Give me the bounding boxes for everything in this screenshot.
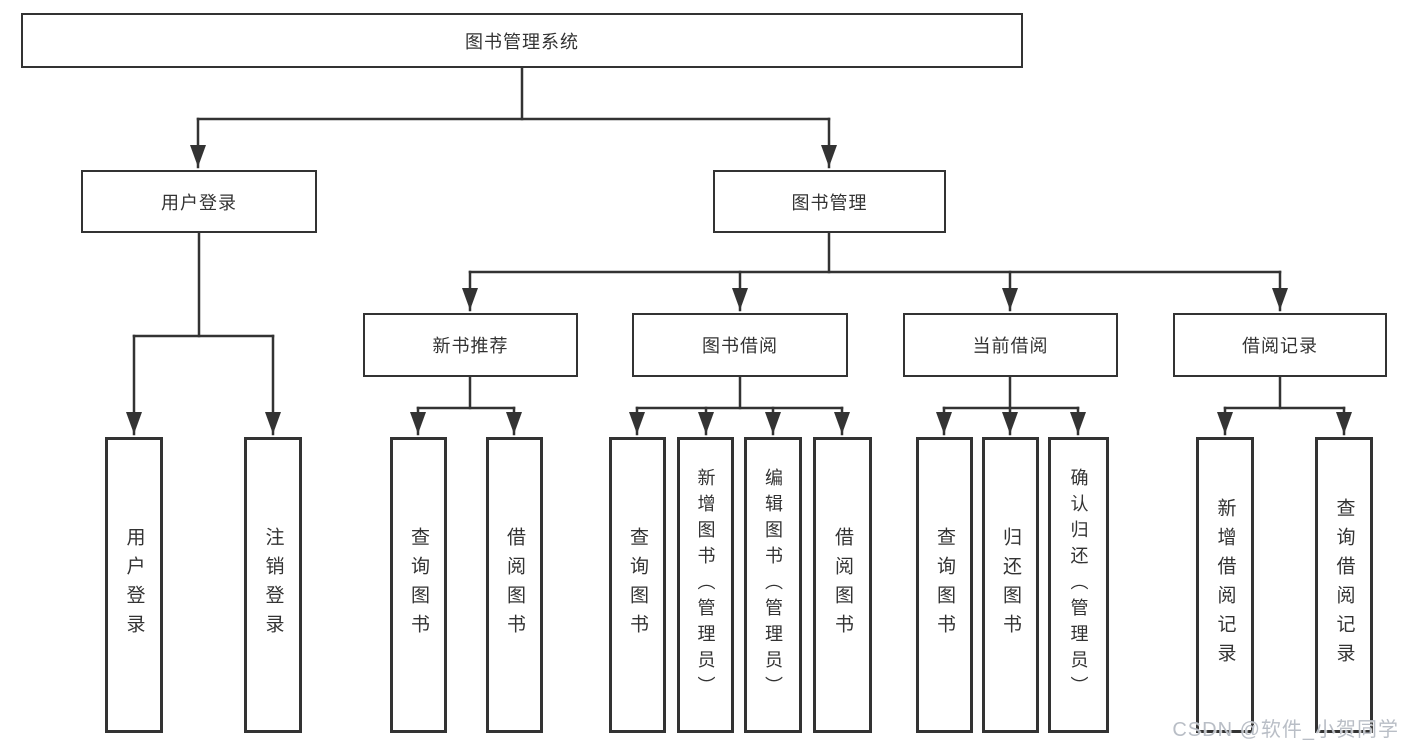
leaf-borrow-books-2: 借阅图书 xyxy=(813,437,872,733)
node-current-borrow-label: 当前借阅 xyxy=(972,336,1049,356)
leaf-add-book-admin-label: 新增图书（管理员） xyxy=(695,468,716,702)
node-new-book-recommend: 新书推荐 xyxy=(363,313,578,377)
leaf-return-books-label: 归还图书 xyxy=(1000,527,1021,643)
leaf-confirm-return-admin: 确认归还（管理员） xyxy=(1048,437,1109,733)
leaf-query-books-3: 查询图书 xyxy=(916,437,973,733)
node-book-borrow-label: 图书借阅 xyxy=(702,336,778,356)
node-user-login: 用户登录 xyxy=(81,170,317,233)
node-book-borrow: 图书借阅 xyxy=(632,313,848,377)
leaf-logout: 注销登录 xyxy=(244,437,302,733)
leaf-edit-book-admin: 编辑图书（管理员） xyxy=(744,437,802,733)
node-current-borrow: 当前借阅 xyxy=(903,313,1118,377)
node-root-system: 图书管理系统 xyxy=(21,13,1023,68)
node-book-management: 图书管理 xyxy=(713,170,946,233)
leaf-confirm-return-admin-label: 确认归还（管理员） xyxy=(1068,468,1089,702)
leaf-query-books-1-label: 查询图书 xyxy=(408,527,429,643)
node-borrow-records: 借阅记录 xyxy=(1173,313,1387,377)
leaf-query-borrow-record: 查询借阅记录 xyxy=(1315,437,1373,733)
leaf-logout-label: 注销登录 xyxy=(262,527,284,643)
leaf-query-books-1: 查询图书 xyxy=(390,437,447,733)
leaf-add-book-admin: 新增图书（管理员） xyxy=(677,437,734,733)
leaf-user-login-label: 用户登录 xyxy=(123,527,145,643)
node-user-login-label: 用户登录 xyxy=(161,192,237,213)
leaf-borrow-books-2-label: 借阅图书 xyxy=(832,527,853,643)
leaf-user-login: 用户登录 xyxy=(105,437,163,733)
leaf-borrow-books-1-label: 借阅图书 xyxy=(504,527,525,643)
leaf-query-books-2-label: 查询图书 xyxy=(627,527,648,643)
leaf-query-books-2: 查询图书 xyxy=(609,437,666,733)
leaf-return-books: 归还图书 xyxy=(982,437,1039,733)
leaf-edit-book-admin-label: 编辑图书（管理员） xyxy=(763,468,783,702)
node-root-label: 图书管理系统 xyxy=(465,31,579,52)
node-borrow-records-label: 借阅记录 xyxy=(1242,336,1318,356)
leaf-query-books-3-label: 查询图书 xyxy=(934,527,955,643)
node-new-book-recommend-label: 新书推荐 xyxy=(432,336,509,356)
leaf-add-borrow-record: 新增借阅记录 xyxy=(1196,437,1254,733)
csdn-watermark: CSDN @软件_小贺同学 xyxy=(1172,719,1399,741)
leaf-query-borrow-record-label: 查询借阅记录 xyxy=(1333,498,1355,672)
tree-edges xyxy=(126,66,1353,436)
leaf-borrow-books-1: 借阅图书 xyxy=(486,437,543,733)
leaf-add-borrow-record-label: 新增借阅记录 xyxy=(1214,498,1236,672)
node-book-management-label: 图书管理 xyxy=(791,192,868,213)
